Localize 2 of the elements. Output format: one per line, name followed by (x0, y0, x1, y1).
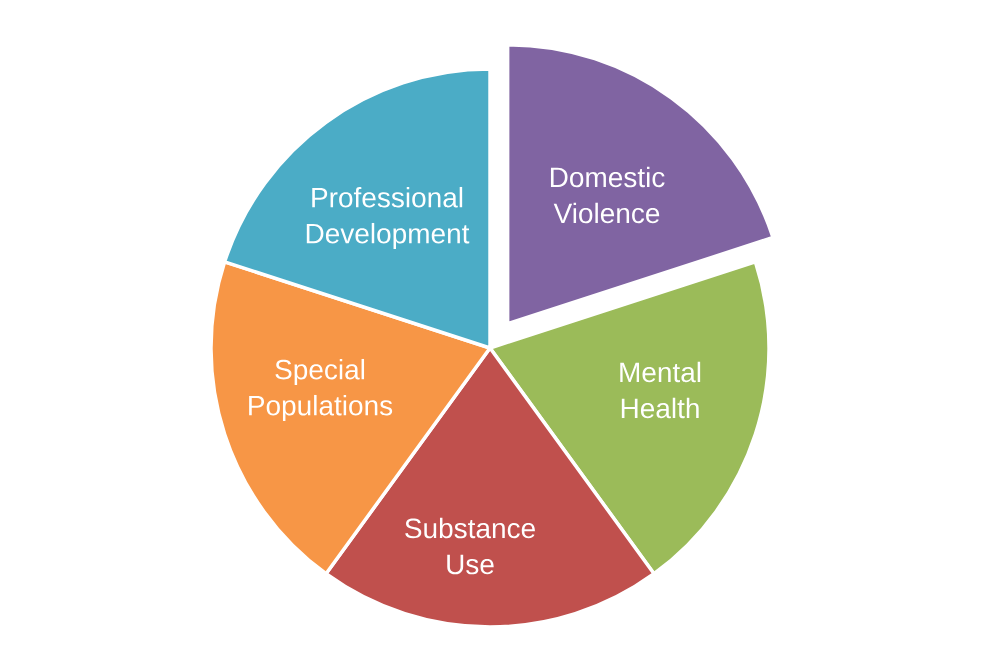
pie-slice: Domestic Violence (505, 43, 775, 326)
pie-slice: Professional Development (222, 67, 492, 350)
